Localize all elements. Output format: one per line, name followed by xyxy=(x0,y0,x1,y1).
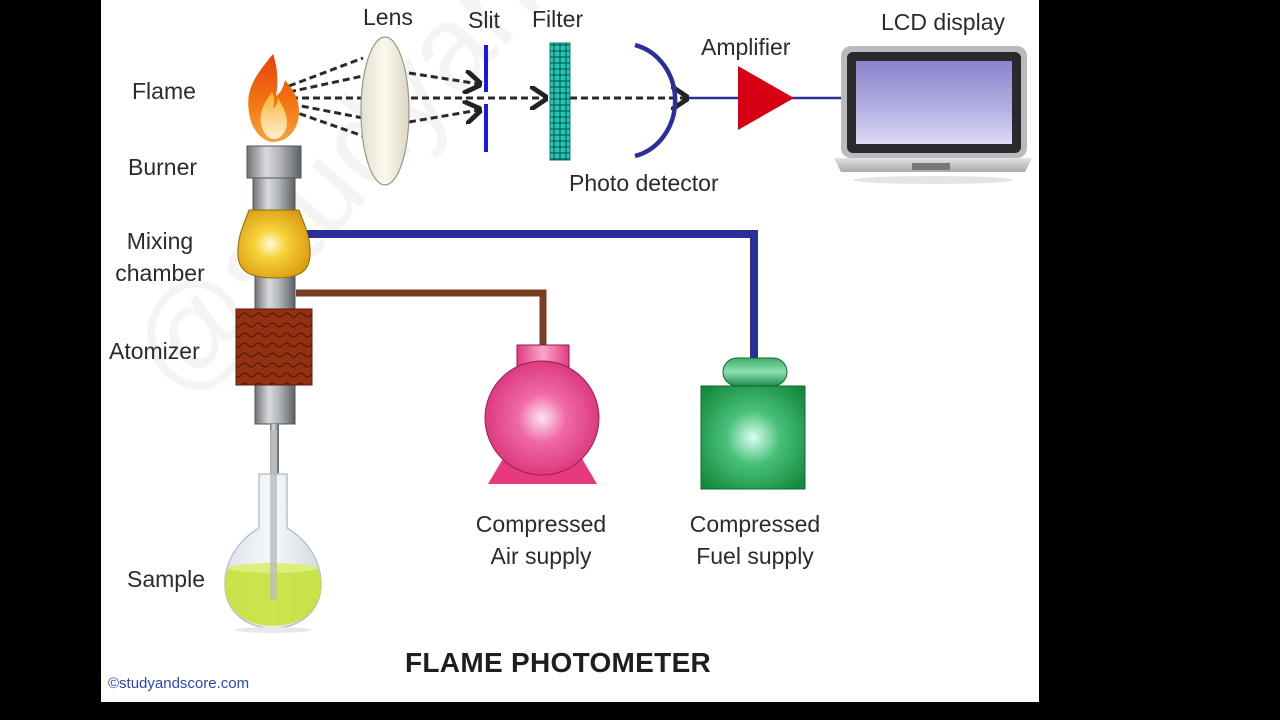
photo-detector xyxy=(634,42,678,159)
filter xyxy=(549,42,571,161)
label-mixing-chamber-line2: chamber xyxy=(115,260,205,286)
label-fuel-supply-line2: Fuel supply xyxy=(696,543,814,569)
label-air-supply-line2: Air supply xyxy=(490,543,592,569)
label-sample: Sample xyxy=(127,566,205,592)
air-pipe xyxy=(296,289,547,346)
label-atomizer: Atomizer xyxy=(109,338,200,364)
label-lcd-display: LCD display xyxy=(881,9,1005,35)
diagram-graphics xyxy=(224,36,1032,633)
air-supply-tank xyxy=(484,344,600,484)
light-rays xyxy=(288,56,686,138)
flame xyxy=(248,54,299,142)
label-amplifier: Amplifier xyxy=(701,34,791,60)
sample-flask xyxy=(224,430,322,633)
diagram-canvas: @studyandscore.com xyxy=(101,0,1039,702)
label-air-supply-line1: Compressed xyxy=(475,511,607,537)
label-lens: Lens xyxy=(363,4,413,30)
label-air-supply: Compressed Air supply xyxy=(461,511,621,569)
atomizer xyxy=(235,308,313,386)
label-slit: Slit xyxy=(468,7,500,33)
label-mixing-chamber: Mixing chamber xyxy=(110,228,210,286)
amplifier-triangle xyxy=(738,66,794,130)
label-burner: Burner xyxy=(128,154,198,180)
credit-link: ©studyandscore.com xyxy=(108,675,250,692)
label-fuel-supply: Compressed Fuel supply xyxy=(675,511,835,569)
label-filter: Filter xyxy=(532,6,584,32)
label-flame: Flame xyxy=(132,78,196,104)
diagram-title: FLAME PHOTOMETER xyxy=(405,647,712,678)
lens xyxy=(360,36,410,186)
label-mixing-chamber-line1: Mixing xyxy=(126,228,194,254)
lcd-display xyxy=(834,46,1032,184)
label-fuel-supply-line1: Compressed xyxy=(689,511,821,537)
fuel-supply-tank xyxy=(700,357,806,490)
label-photo-detector: Photo detector xyxy=(569,170,719,196)
fuel-pipe xyxy=(301,230,758,362)
mixing-chamber xyxy=(237,209,311,279)
